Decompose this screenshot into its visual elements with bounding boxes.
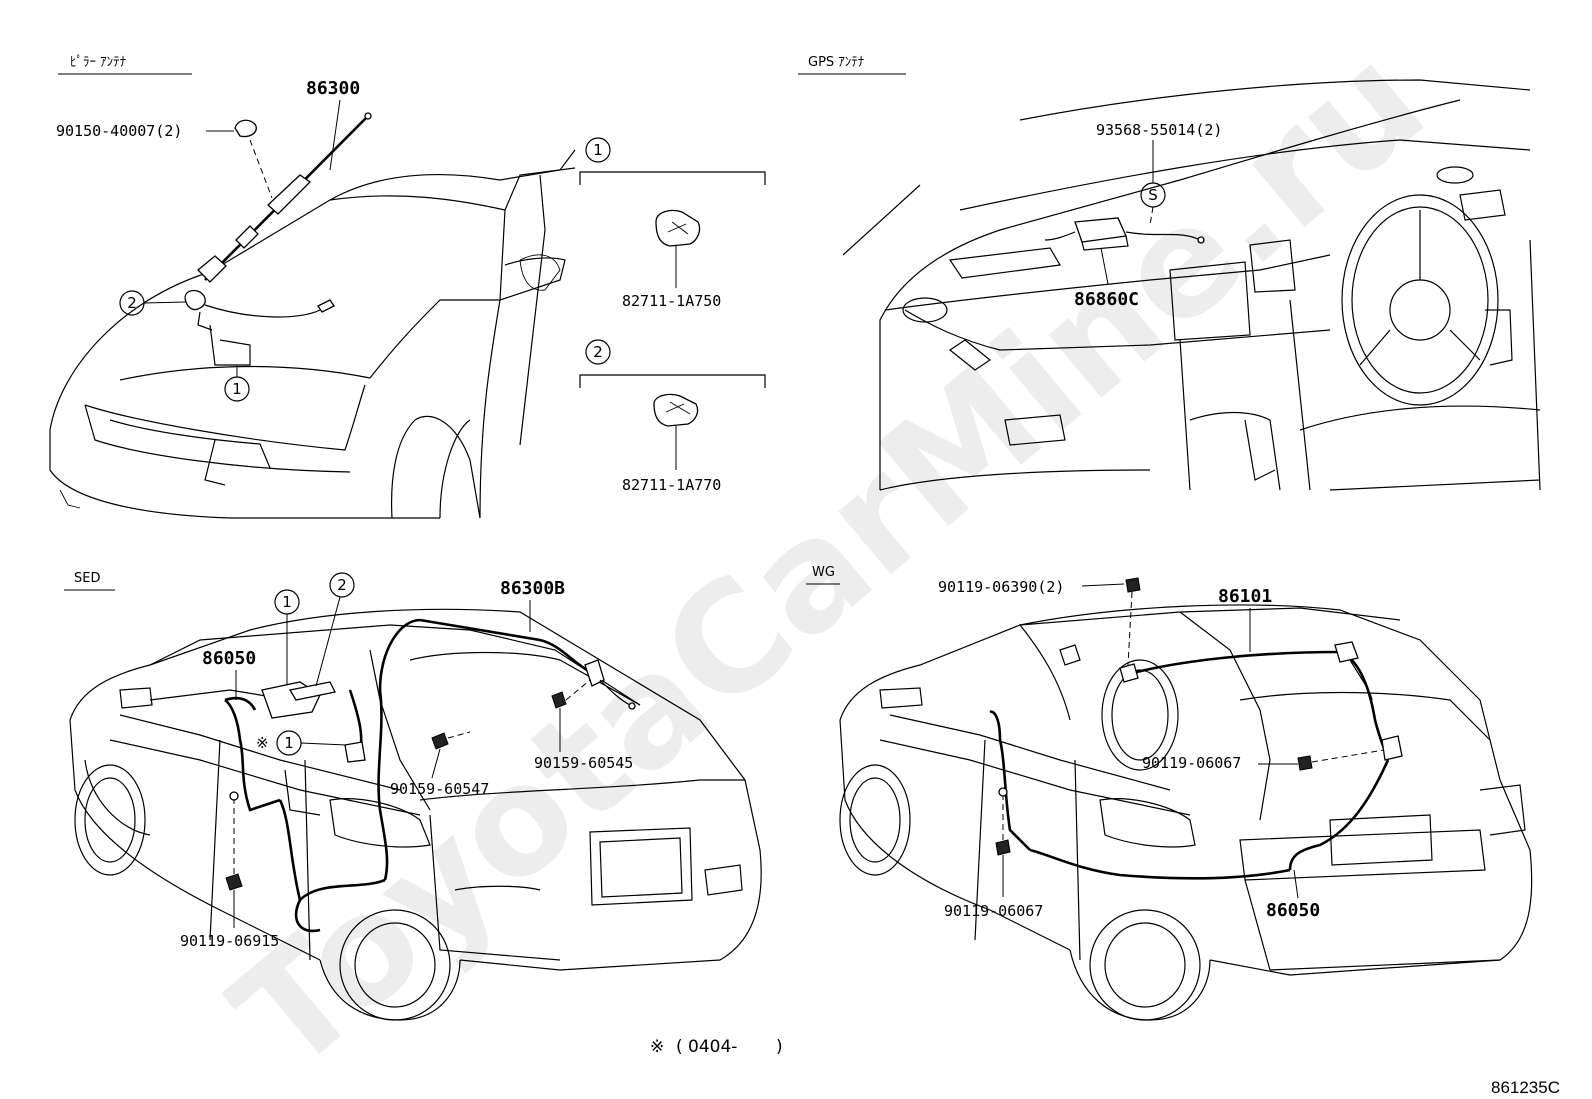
dashboard-illustration	[842, 79, 1541, 491]
callout-number: 1	[282, 593, 292, 611]
clip-icon	[655, 209, 701, 247]
wagon-illustration	[839, 604, 1533, 1021]
asterisk-marker: ※	[256, 734, 269, 752]
panel-wg: WG	[806, 565, 1533, 1021]
callout-number: 2	[337, 576, 347, 594]
date-note: ※ ( 0404- )	[650, 1037, 783, 1057]
note-close-paren: )	[776, 1037, 783, 1057]
label-90159-60547: 90159-60547	[390, 780, 489, 798]
detail-ref-1: 1 82711-1A750	[579, 137, 766, 310]
bolt-icon	[995, 839, 1011, 856]
clip-icon	[653, 393, 699, 427]
sed-callout-ref-1-mid: ※ 1	[256, 730, 347, 756]
diagram-code: 861235C	[1491, 1078, 1560, 1097]
bolt-icon	[551, 691, 567, 709]
label-90119-06067-a: 90119-06067	[1142, 754, 1241, 772]
label-90159-60545: 90159-60545	[534, 754, 633, 772]
section-title-gps-antenna: GPS ｱﾝﾃﾅ	[808, 55, 864, 70]
label-86050-wg: 86050	[1266, 900, 1320, 921]
label-82711-1A750: 82711-1A750	[622, 292, 721, 310]
sed-callout-ref-1-top: 1	[274, 589, 300, 685]
note-date-value: 0404-	[688, 1037, 737, 1057]
label-86860C: 86860C	[1074, 289, 1139, 310]
car-front-illustration	[49, 149, 576, 519]
label-86101: 86101	[1218, 586, 1272, 607]
label-86300: 86300	[306, 78, 360, 99]
note-open-paren: (	[676, 1037, 683, 1057]
callout-number: 1	[232, 380, 242, 398]
section-title-pillar-antenna: ﾋﾟﾗｰ ｱﾝﾃﾅ	[70, 55, 126, 70]
section-title-sed: SED	[74, 571, 100, 586]
wg-antenna-cable	[989, 641, 1403, 880]
callout-number: 2	[127, 294, 137, 312]
label-93568-55014: 93568-55014(2)	[1096, 121, 1222, 139]
note-symbol: ※	[650, 1037, 664, 1057]
bolt-icon	[1297, 755, 1313, 771]
label-86050-sed: 86050	[202, 648, 256, 669]
s-marker-text: S	[1148, 186, 1158, 204]
sedan-illustration	[69, 608, 762, 1021]
bolt-icon	[225, 873, 243, 891]
antenna-mast	[184, 112, 372, 331]
detail-number: 1	[593, 141, 603, 159]
callout-ref-1: 1	[209, 324, 251, 402]
callout-number: 1	[284, 734, 294, 752]
label-90119-06915: 90119-06915	[180, 932, 279, 950]
sed-callout-ref-2-top: 2	[315, 572, 355, 687]
label-90150-40007: 90150-40007(2)	[56, 122, 182, 140]
detail-number: 2	[593, 343, 603, 361]
label-82711-1A770: 82711-1A770	[622, 476, 721, 494]
label-90119-06067-b: 90119-06067	[944, 902, 1043, 920]
panel-gps-antenna: GPS ｱﾝﾃﾅ	[798, 55, 1541, 491]
detail-ref-2: 2 82711-1A770	[579, 339, 766, 494]
sed-antenna-cable	[224, 618, 636, 933]
bolt-icon	[431, 732, 449, 750]
gps-antenna-unit	[1044, 217, 1205, 251]
bolt-icon	[1125, 577, 1141, 593]
panel-sed: SED	[64, 571, 762, 1021]
watermark: ToyotaCarMine.ru	[202, 13, 1456, 1099]
section-title-wg: WG	[812, 565, 835, 580]
label-86300B: 86300B	[500, 578, 565, 599]
label-90119-06390: 90119-06390(2)	[938, 578, 1064, 596]
panel-pillar-antenna: ﾋﾟﾗｰ ｱﾝﾃﾅ	[49, 55, 766, 519]
screw-icon	[234, 119, 257, 138]
watermark-text: ToyotaCarMine.ru	[202, 13, 1456, 1099]
callout-ref-2: 2	[119, 290, 187, 316]
